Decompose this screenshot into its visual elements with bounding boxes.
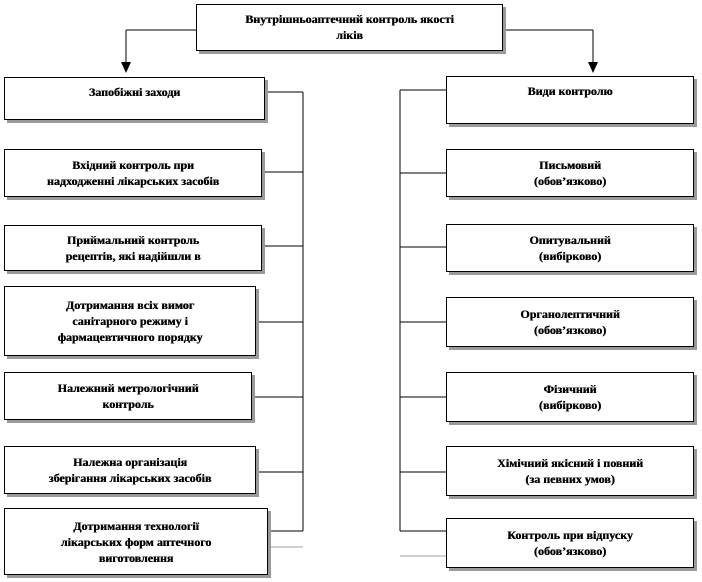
left-item-6-label: Дотримання технології лікарських форм ап… bbox=[60, 518, 212, 565]
root-node: Внутрішньоаптечний контроль якості ліків bbox=[196, 4, 503, 51]
left-item-4-label: Належний метрологічний контроль bbox=[57, 381, 199, 411]
right-item-6-label: Контроль при відпуску (обов’язково) bbox=[507, 528, 633, 558]
right-item-5-label: Хімічний якісний і повний (за певних умо… bbox=[497, 456, 643, 486]
right-item-1: Письмовий (обов’язково) bbox=[446, 149, 694, 197]
right-item-2: Опитувальний (вибірково) bbox=[446, 224, 694, 272]
arrow-right-head bbox=[588, 62, 598, 73]
right-item-1-label: Письмовий (обов’язково) bbox=[533, 158, 607, 188]
left-item-4: Належний метрологічний контроль bbox=[4, 372, 252, 420]
right-header-node: Види контролю bbox=[446, 76, 694, 124]
left-item-2-label: Приймальний контроль рецептів, які надій… bbox=[65, 233, 201, 263]
right-item-2-label: Опитувальний (вибірково) bbox=[529, 233, 611, 263]
left-item-1-label: Вхідний контроль при надходженні лікарсь… bbox=[46, 158, 220, 188]
right-header-label: Види контролю bbox=[527, 84, 613, 98]
left-item-5-label: Належна організація зберігання лікарськи… bbox=[48, 455, 212, 485]
left-header-label: Запобіжні заходи bbox=[88, 85, 181, 99]
right-item-4: Фізичний (вибірково) bbox=[446, 372, 694, 422]
arrow-left-head bbox=[121, 62, 131, 73]
left-item-6: Дотримання технології лікарських форм ап… bbox=[4, 508, 268, 575]
right-item-5: Хімічний якісний і повний (за певних умо… bbox=[446, 446, 694, 496]
right-item-4-label: Фізичний (вибірково) bbox=[538, 382, 602, 412]
left-item-5: Належна організація зберігання лікарськи… bbox=[4, 446, 256, 494]
right-item-6: Контроль при відпуску (обов’язково) bbox=[446, 518, 694, 568]
right-item-3-label: Органолептичний (обов’язково) bbox=[520, 307, 620, 337]
root-label: Внутрішньоаптечний контроль якості ліків bbox=[245, 12, 454, 42]
left-header-node: Запобіжні заходи bbox=[4, 77, 265, 120]
left-item-2: Приймальний контроль рецептів, які надій… bbox=[4, 225, 262, 271]
left-item-3-label: Дотримання всіх вимог санітарного режиму… bbox=[57, 298, 203, 344]
left-item-3: Дотримання всіх вимог санітарного режиму… bbox=[4, 286, 256, 356]
right-item-3: Органолептичний (обов’язково) bbox=[446, 297, 694, 347]
left-item-1: Вхідний контроль при надходженні лікарсь… bbox=[4, 149, 262, 197]
